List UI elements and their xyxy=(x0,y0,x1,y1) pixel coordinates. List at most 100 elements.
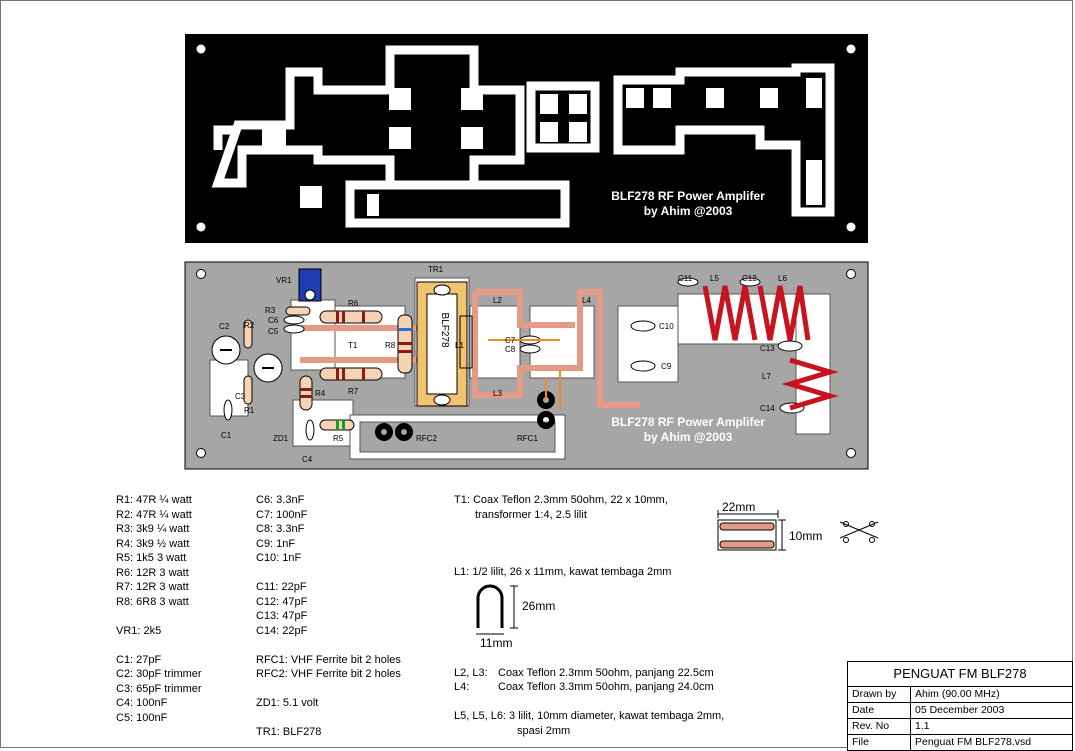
part-line: C11: 22pF xyxy=(256,581,307,593)
part-line: C2: 30pF trimmer xyxy=(116,668,202,680)
label-l5: L5 xyxy=(710,274,719,283)
label-c2: C2 xyxy=(219,322,230,331)
t1-height-label: 10mm xyxy=(789,529,822,543)
note-t1-line2: transformer 1:4, 2.5 lilit xyxy=(475,508,587,521)
part-line xyxy=(256,711,401,726)
part-line: R3: 3k9 ¼ watt xyxy=(116,523,190,535)
row-value: Ahim (90.00 MHz) xyxy=(915,688,1000,700)
part-line: R5: 1k5 3 watt xyxy=(116,552,187,564)
note-l1: L1: 1/2 lilit, 26 x 11mm, kawat tembaga … xyxy=(454,566,672,578)
row-value: 05 December 2003 xyxy=(915,704,1005,716)
title-block-row: Rev. No 1.1 xyxy=(848,719,1072,735)
part-line xyxy=(256,638,401,653)
part-line: R6: 12R 3 watt xyxy=(116,566,189,579)
label-r4: R4 xyxy=(315,389,326,398)
part-line: C6: 3.3nF xyxy=(256,494,305,506)
label-r8: R8 xyxy=(385,341,396,350)
label-c3: C3 xyxy=(235,392,246,401)
title-block-row: Drawn by Ahim (90.00 MHz) xyxy=(848,687,1072,703)
part-line: C5: 100nF xyxy=(116,711,168,724)
part-line: R2: 47R ¼ watt xyxy=(116,508,192,521)
part-line: C1: 27pF xyxy=(116,653,162,666)
part-line: RFC1: VHF Ferrite bit 2 holes xyxy=(256,653,401,666)
part-line: R7: 12R 3 watt xyxy=(116,581,189,593)
label-c1: C1 xyxy=(221,431,232,440)
note-l56-line1: L5, L5, L6: 3 lilit, 10mm diameter, kawa… xyxy=(454,710,725,722)
part-line: C12: 47pF xyxy=(256,595,308,608)
label-r3: R3 xyxy=(265,306,276,315)
label-c10: C10 xyxy=(659,322,674,331)
label-c6: C6 xyxy=(268,316,279,325)
part-line xyxy=(256,566,401,581)
transistor-label: BLF278 xyxy=(439,312,450,347)
part-line: C3: 65pF trimmer xyxy=(116,682,202,695)
part-line: ZD1: 5.1 volt xyxy=(256,697,319,709)
title-block-row: Date 05 December 2003 xyxy=(848,703,1072,719)
label-vr1: VR1 xyxy=(276,276,292,285)
part-line: C7: 100nF xyxy=(256,508,308,521)
label-r2: R2 xyxy=(244,321,255,330)
note-l23-key: L2, L3: xyxy=(454,667,488,679)
row-key: File xyxy=(848,735,911,750)
drawing-title: PENGUAT FM BLF278 xyxy=(848,662,1072,687)
t1-width-label: 22mm xyxy=(722,500,755,514)
label-l4: L4 xyxy=(582,296,591,305)
label-r7: R7 xyxy=(348,387,359,396)
title-block: PENGUAT FM BLF278 Drawn by Ahim (90.00 M… xyxy=(847,661,1073,751)
pcb-copper-layout: BLF278 RF Power Amplifer by Ahim @2003 xyxy=(185,34,868,243)
row-key: Rev. No xyxy=(848,719,911,734)
label-c5: C5 xyxy=(268,327,279,336)
label-r1: R1 xyxy=(244,406,255,415)
note-l4: L4:Coax Teflon 3.3mm 50ohm, panjang 24.0… xyxy=(454,680,714,695)
note-l23-value: Coax Teflon 2.3mm 50ohm, panjang 22.5cm xyxy=(498,667,714,679)
part-line: C14: 22pF xyxy=(256,624,308,637)
component-layout: BLF278 BLF278 RF Power Amplifer by Ahim … xyxy=(184,261,869,470)
part-line: R1: 47R ¼ watt xyxy=(116,494,192,506)
label-tr1: TR1 xyxy=(428,265,444,274)
parts-list-col2: C6: 3.3nF C7: 100nF C8: 3.3nF C9: 1nF C1… xyxy=(256,493,401,740)
part-line xyxy=(116,638,202,653)
part-line: C10: 1nF xyxy=(256,552,302,564)
part-line xyxy=(116,609,202,624)
note-t1-line1: T1: Coax Teflon 2.3mm 50ohm, 22 x 10mm, xyxy=(454,494,668,506)
row-value: 1.1 xyxy=(915,720,930,732)
part-line: C4: 100nF xyxy=(116,697,168,709)
label-l2: L2 xyxy=(493,296,502,305)
note-l4-key: L4: xyxy=(454,681,470,693)
label-l6: L6 xyxy=(778,274,787,283)
label-c8: C8 xyxy=(505,345,516,354)
part-line: C13: 47pF xyxy=(256,610,308,622)
part-line: C8: 3.3nF xyxy=(256,523,305,535)
t1-transformer-drawing: 22mm 10mm xyxy=(717,500,879,551)
part-line: TR1: BLF278 xyxy=(256,726,322,738)
l1-width-label: 11mm xyxy=(480,636,512,650)
label-c11: C11 xyxy=(678,274,693,283)
pcb-title-line2: by Ahim @2003 xyxy=(644,204,733,218)
row-key: Date xyxy=(848,703,911,718)
label-t1: T1 xyxy=(348,341,358,350)
note-l2-l3: L2, L3: Coax Teflon 2.3mm 50ohm, panjang … xyxy=(454,666,714,681)
label-c12: C12 xyxy=(742,274,757,283)
label-r5: R5 xyxy=(333,434,344,443)
part-line: C9: 1nF xyxy=(256,537,296,550)
part-line: R4: 3k9 ½ watt xyxy=(116,537,190,550)
note-l5-l6: L5, L5, L6: 3 lilit, 10mm diameter, kawa… xyxy=(454,709,724,738)
note-t1: T1: Coax Teflon 2.3mm 50ohm, 22 x 10mm, … xyxy=(454,493,668,522)
row-key: Drawn by xyxy=(848,687,911,702)
label-c7: C7 xyxy=(505,336,516,345)
pcb-title-line1: BLF278 RF Power Amplifer xyxy=(611,189,765,203)
label-r6: R6 xyxy=(348,299,359,308)
label-rfc1: RFC1 xyxy=(517,434,538,443)
label-l3: L3 xyxy=(493,389,502,398)
layout-title-line2: by Ahim @2003 xyxy=(644,430,733,444)
transformer-symbol-icon xyxy=(839,521,879,543)
label-c14: C14 xyxy=(760,404,775,413)
label-l1: L1 xyxy=(455,341,464,350)
part-line: VR1: 2k5 xyxy=(116,624,162,637)
label-zd1: ZD1 xyxy=(273,434,289,443)
parts-list-col1: R1: 47R ¼ watt R2: 47R ¼ watt R3: 3k9 ¼ … xyxy=(116,493,202,725)
title-block-row: File Penguat FM BLF278.vsd xyxy=(848,735,1072,750)
layout-title-line1: BLF278 RF Power Amplifer xyxy=(611,415,765,429)
l1-coil-drawing: 26mm 11mm xyxy=(476,584,555,650)
